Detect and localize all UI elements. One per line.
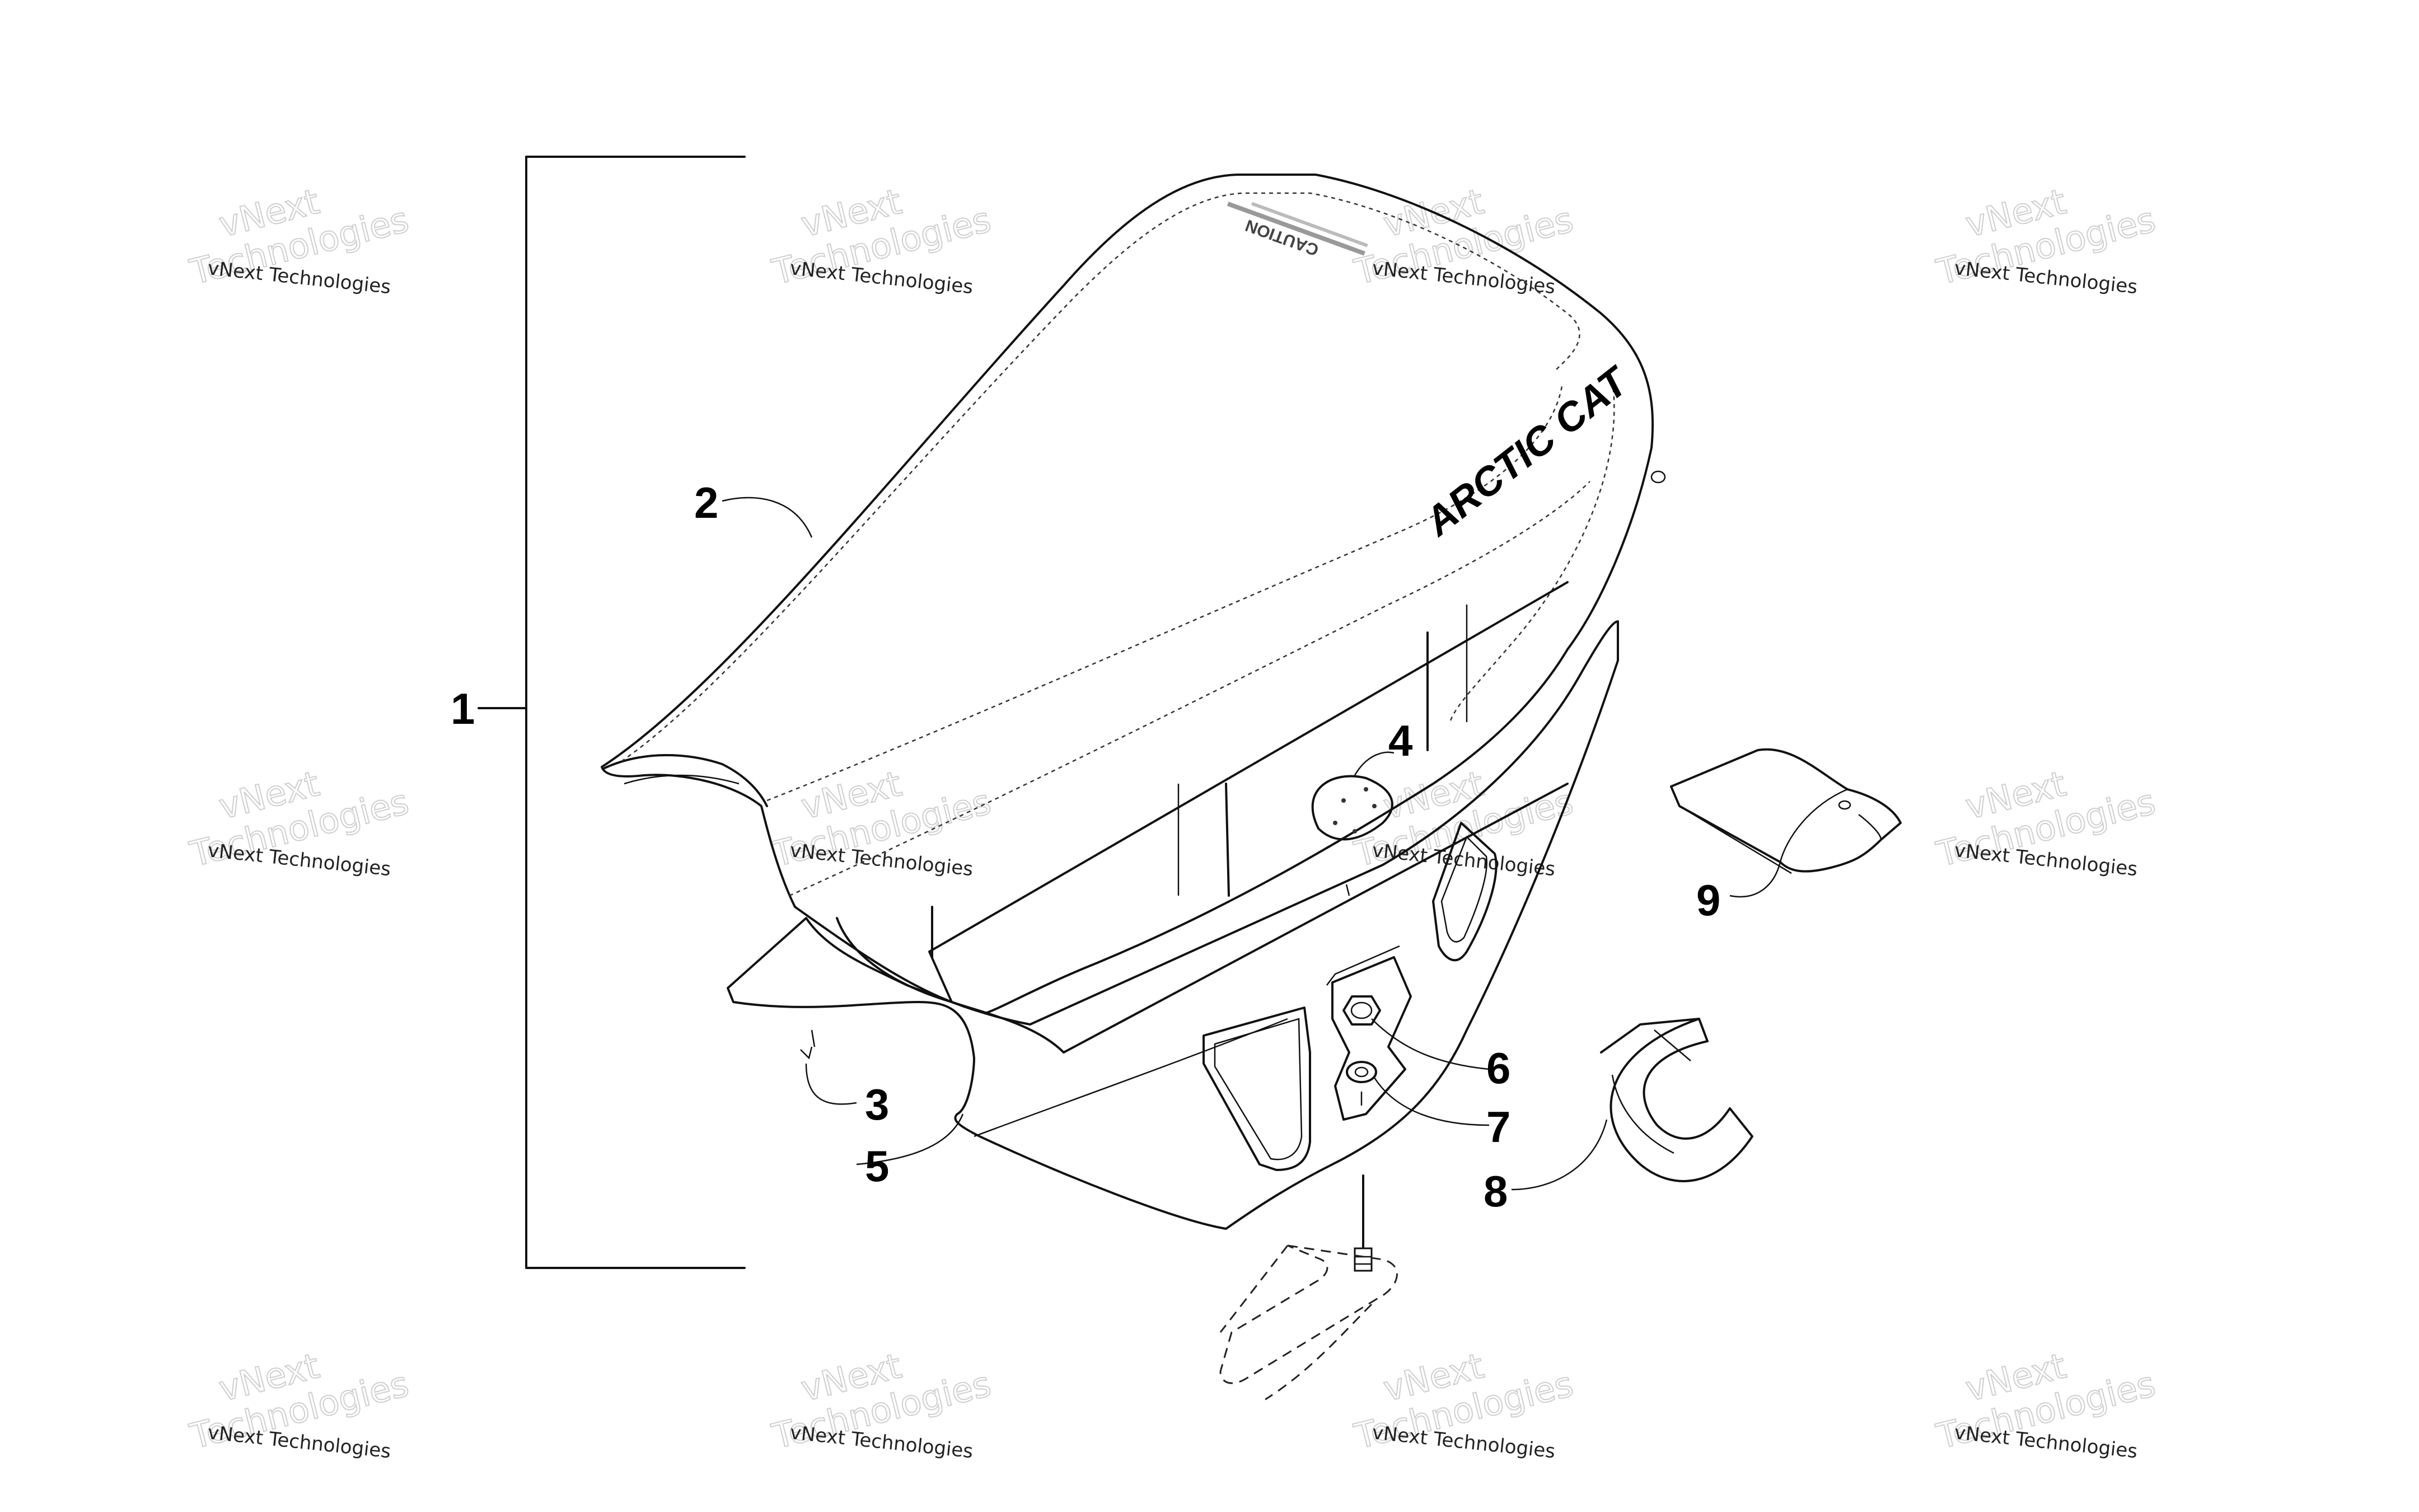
callout-1: 1 [451,684,475,733]
assembly-bracket [478,156,746,1269]
callout-6: 6 [1486,1043,1510,1093]
arctic-cat-logo: ARCTIC CAT [1416,357,1639,545]
callout-2: 2 [694,478,718,527]
callout-4: 4 [1388,716,1412,765]
latch-stud [1219,1174,1398,1401]
seat-cover: CAUTION ARCTIC CAT [601,174,1666,1014]
callout-7: 7 [1486,1102,1510,1151]
callout-8: 8 [1484,1167,1508,1216]
caution-label: CAUTION [1227,202,1368,259]
washer [1346,1061,1377,1083]
lock-nut [1342,995,1381,1026]
seat-base [727,620,1619,1230]
callout-3: 3 [865,1080,889,1129]
callout-5: 5 [865,1141,889,1191]
leader-lines [722,497,1781,1191]
hook-loop-strap [1600,1018,1753,1182]
foam-pad [1311,775,1393,841]
callouts: 1 2 3 4 5 6 7 8 9 [451,478,1720,1216]
tool-bag [1670,748,1902,874]
watermark-grid: vNext Technologies vNext Technologies vN… [185,180,2160,1463]
callout-9: 9 [1696,876,1720,925]
